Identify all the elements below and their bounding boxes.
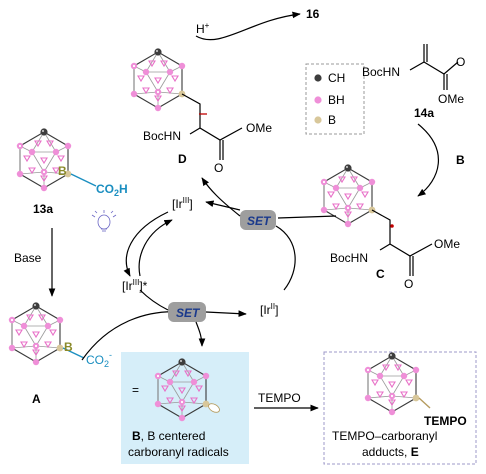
set-pill-bottom xyxy=(168,302,206,322)
legend-b: B xyxy=(328,113,336,127)
bochn-C: BocHN xyxy=(330,251,368,265)
excitation-arrow xyxy=(123,211,169,277)
set-to-ir2-arrow xyxy=(205,310,247,317)
compound-A-label: A xyxy=(32,392,41,406)
compound-13a-label: 13a xyxy=(33,202,53,216)
carborane-B xyxy=(154,357,220,422)
product-16: 16 xyxy=(306,7,320,21)
ome-14a: OMe xyxy=(438,92,464,106)
b-legend-dot xyxy=(314,116,322,124)
ir2-label: [IrII] xyxy=(260,302,278,317)
radical-addition-arrow xyxy=(417,123,440,197)
boron-label-13a: B xyxy=(58,164,67,178)
set-to-D-arrow xyxy=(201,177,241,217)
b-over-arrow: B xyxy=(456,153,465,167)
legend-bh: BH xyxy=(328,93,345,107)
legend-box xyxy=(305,63,365,135)
ir2-to-set-curve xyxy=(275,225,296,291)
set-bottom-label: SET xyxy=(176,306,201,320)
carborane-C xyxy=(320,163,376,228)
b-radical-caption-line2: carboranyl radicals xyxy=(128,445,229,459)
ir3star-to-set xyxy=(139,289,169,311)
protonation-arrow xyxy=(195,11,301,41)
bochn-14a: BocHN xyxy=(362,65,400,79)
legend-ch: CH xyxy=(328,71,345,85)
carborane-A xyxy=(8,301,85,366)
b-radical-caption-line1: B, B centered xyxy=(132,429,205,443)
ch-legend-dot xyxy=(314,74,322,82)
c-to-set-line xyxy=(277,215,337,219)
carborane-E xyxy=(364,351,431,416)
compound-D-label: D xyxy=(178,152,187,166)
relaxation-arrow xyxy=(138,219,173,277)
carbonyl-o-14a: O xyxy=(456,55,465,69)
light-bulb-icon xyxy=(91,210,117,232)
ome-C: OMe xyxy=(434,237,460,251)
adduct-caption-line2: adducts, E xyxy=(362,445,419,459)
bh-legend-dot xyxy=(314,96,322,104)
bochn-D: BocHN xyxy=(143,129,181,143)
tempo-substituent: TEMPO xyxy=(424,414,467,428)
compound-14a-label: 14a xyxy=(414,106,434,120)
set-pill-top xyxy=(240,210,276,230)
set-to-ir3-arrow xyxy=(205,200,241,211)
tempo-arrow-label: TEMPO xyxy=(258,391,301,405)
co2-anion-group: CO2- xyxy=(86,350,112,369)
carborane-D xyxy=(130,47,186,112)
base-label: Base xyxy=(14,251,42,265)
carbonyl-o-C: O xyxy=(404,277,413,291)
set-to-B-arrow xyxy=(195,321,206,347)
co2h-group: CO2H xyxy=(96,182,128,198)
equals-sign: = xyxy=(132,383,139,397)
carborane-13a xyxy=(16,127,97,192)
carbonyl-o-D: O xyxy=(214,161,223,175)
compound-C-label: C xyxy=(376,267,385,281)
ir3-label: [IrIII] xyxy=(172,196,193,211)
adduct-caption-line1: TEMPO–carboranyl xyxy=(332,429,437,443)
adducts-box xyxy=(323,351,477,465)
ome-D: OMe xyxy=(246,121,272,135)
ir3-star-label: [IrIII]* xyxy=(122,278,148,293)
boron-label-A: B xyxy=(64,340,73,354)
radical-dot-C xyxy=(390,224,394,228)
h-plus: H+ xyxy=(196,21,210,36)
set-top-label: SET xyxy=(247,214,272,228)
